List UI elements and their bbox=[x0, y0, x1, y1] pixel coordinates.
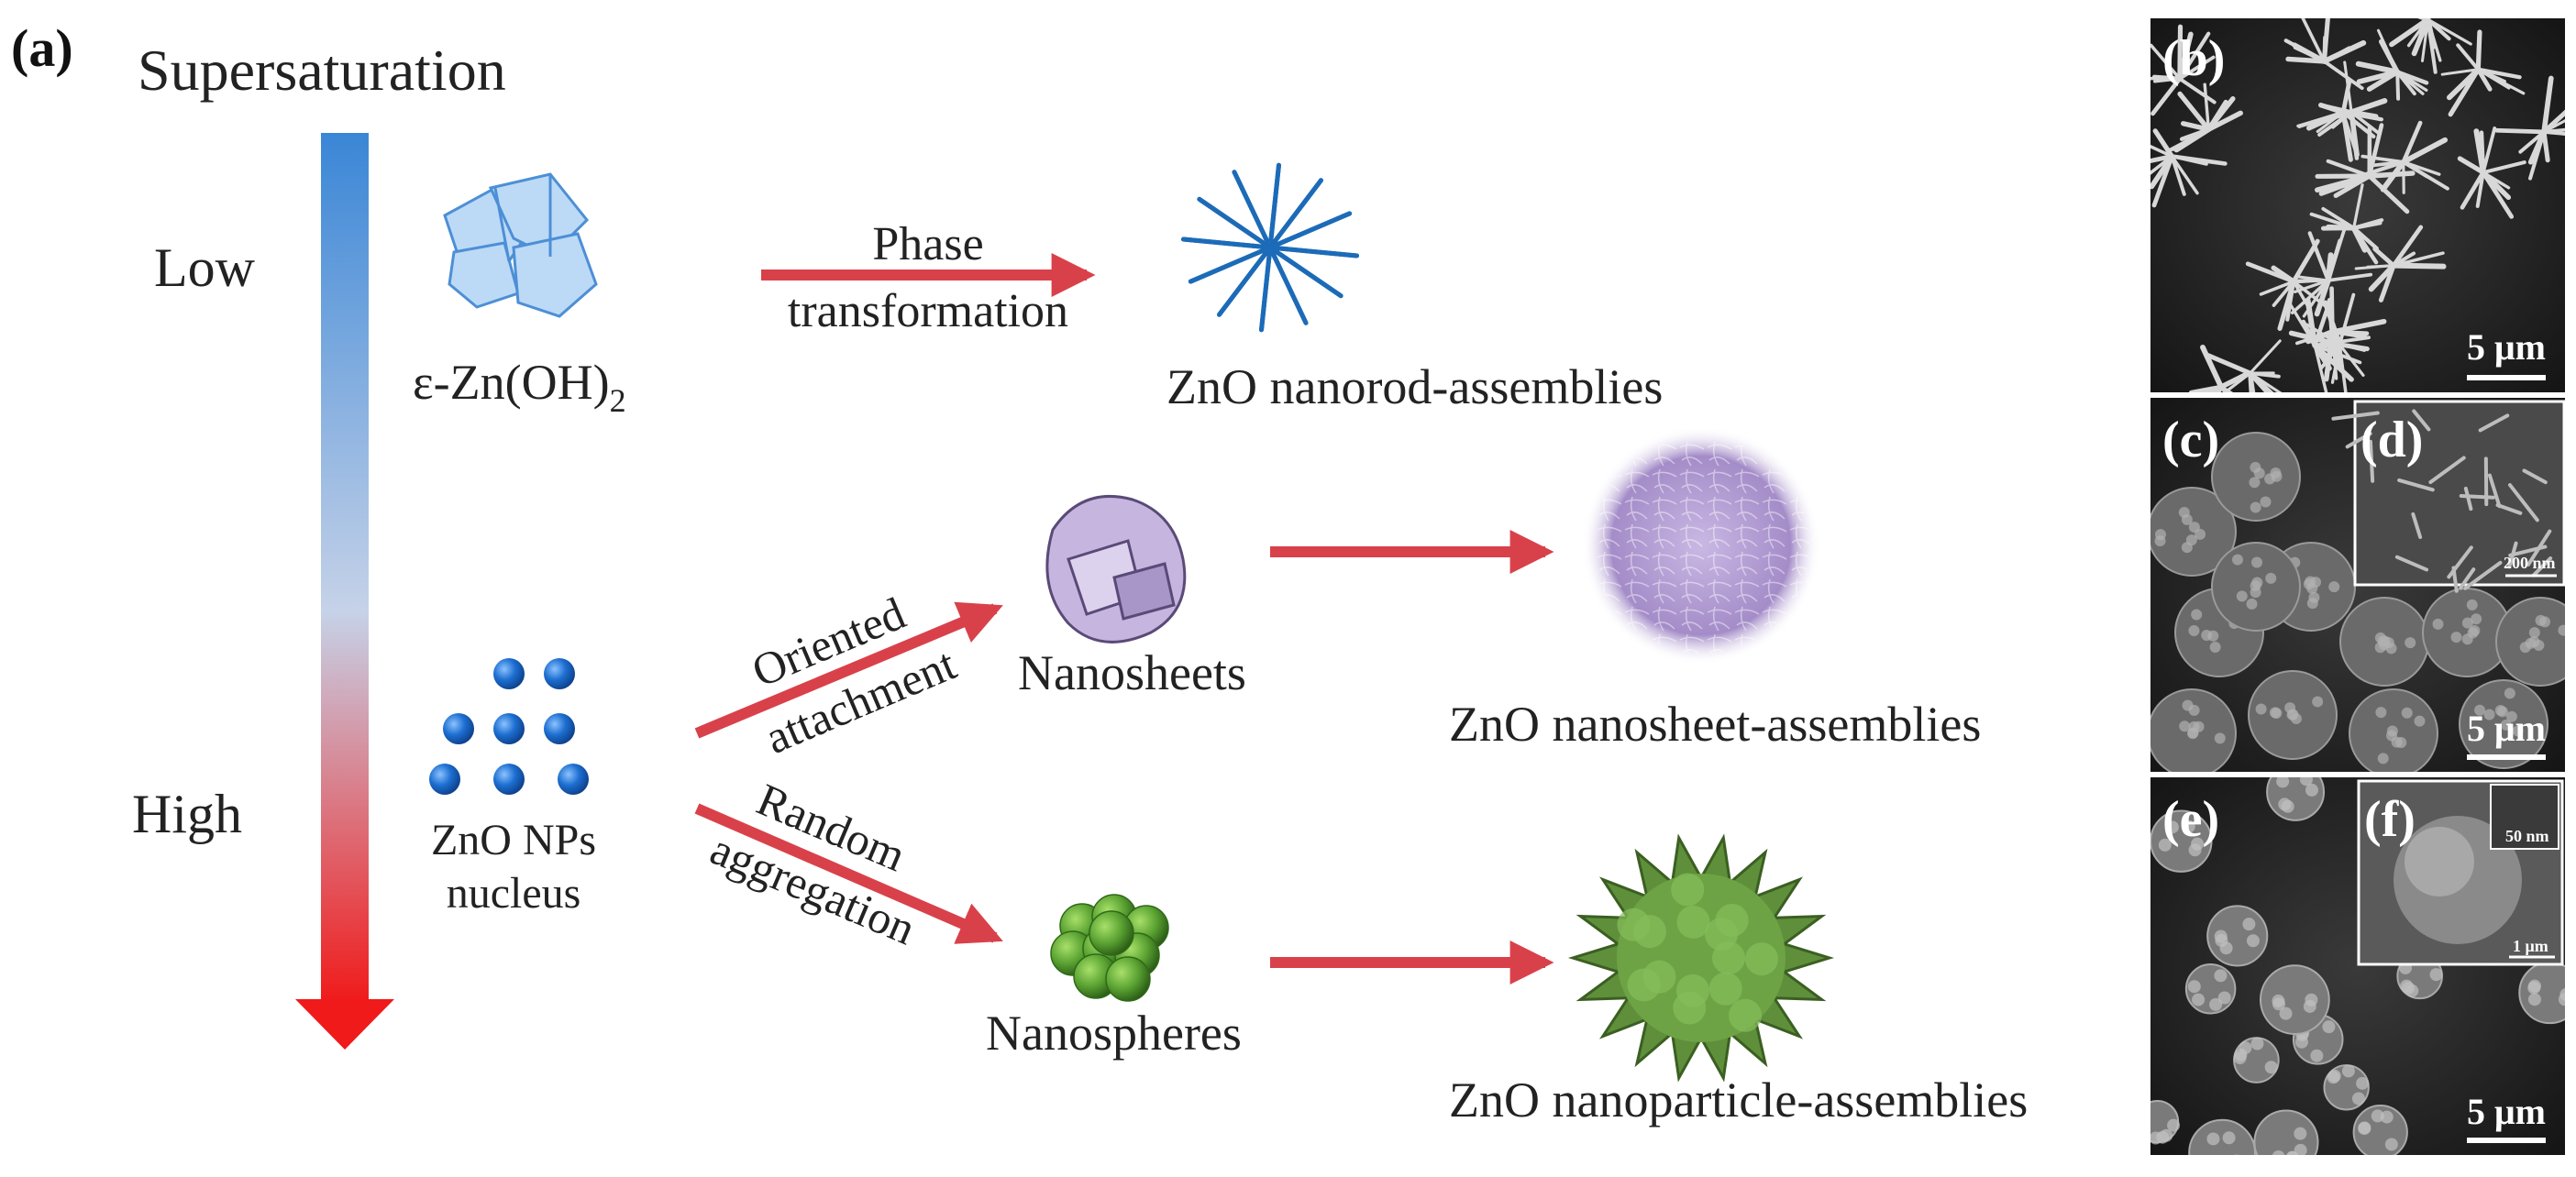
sem-f-scale-label: 1 μm bbox=[2513, 937, 2548, 955]
nanospheres-label: Nanospheres bbox=[986, 1006, 1242, 1061]
zno-nps-dots-icon bbox=[429, 658, 589, 795]
zno-nps-label-line1: ZnO NPs bbox=[431, 816, 596, 864]
nanorod-assemblies-label: ZnO nanorod-assemblies bbox=[1166, 359, 1663, 414]
sem-c-scale-label: 5 μm bbox=[2467, 708, 2546, 749]
sem-panel-e: (e) 5 μm (f) 50 nm 1 μm bbox=[2150, 777, 2565, 1155]
sem-f-label: (f) bbox=[2364, 791, 2416, 848]
phase-label-line2: transformation bbox=[788, 285, 1068, 337]
nanosheet-assembly-icon bbox=[1582, 426, 1820, 665]
zn-oh-label: ε-Zn(OH)2 bbox=[413, 355, 626, 419]
nanorod-star-icon bbox=[1180, 162, 1360, 333]
high-label: High bbox=[132, 784, 242, 844]
sem-d-scale-label: 200 nm bbox=[2504, 554, 2556, 572]
random-aggregation-arrow bbox=[694, 803, 1003, 944]
sem-panel-d-inset: (d) 200 nm bbox=[2331, 400, 2566, 593]
zno-nps-label-line2: nucleus bbox=[447, 869, 581, 918]
oriented-attachment-arrow bbox=[694, 601, 1003, 739]
sem-c-label: (c) bbox=[2162, 412, 2219, 468]
sem-panel-b: (b) 5 μm bbox=[2150, 18, 2565, 392]
nanosheets-label: Nanosheets bbox=[1018, 645, 1246, 700]
sem-d-label: (d) bbox=[2360, 412, 2423, 468]
nanosphere-cluster-icon bbox=[1050, 894, 1169, 1002]
nanosheet-icon bbox=[1045, 495, 1187, 644]
sem-panel-c: (c) 5 μm (d) 200 nm bbox=[2150, 398, 2566, 772]
nanoparticle-assembly-icon bbox=[1567, 833, 1835, 1083]
phase-label-line1: Phase bbox=[872, 218, 983, 270]
sem-f-inset-scale-label: 50 nm bbox=[2505, 827, 2549, 845]
sem-e-label: (e) bbox=[2162, 791, 2219, 848]
zn-oh-crystal-icon bbox=[443, 172, 598, 318]
sem-b-label: (b) bbox=[2162, 30, 2225, 87]
nanosheet-assemblies-label: ZnO nanosheet-assemblies bbox=[1449, 697, 1981, 752]
supersaturation-title: Supersaturation bbox=[138, 38, 506, 103]
nanoparticle-assemblies-label: ZnO nanoparticle-assemblies bbox=[1449, 1072, 2028, 1128]
supersaturation-arrow bbox=[295, 133, 394, 1050]
sem-b-scale-label: 5 μm bbox=[2467, 326, 2546, 368]
low-label: Low bbox=[154, 237, 256, 298]
sem-e-scale-label: 5 μm bbox=[2467, 1091, 2546, 1132]
sem-panel-f-inset: (f) 50 nm 1 μm bbox=[2357, 779, 2564, 966]
panel-a-label: (a) bbox=[11, 18, 73, 78]
